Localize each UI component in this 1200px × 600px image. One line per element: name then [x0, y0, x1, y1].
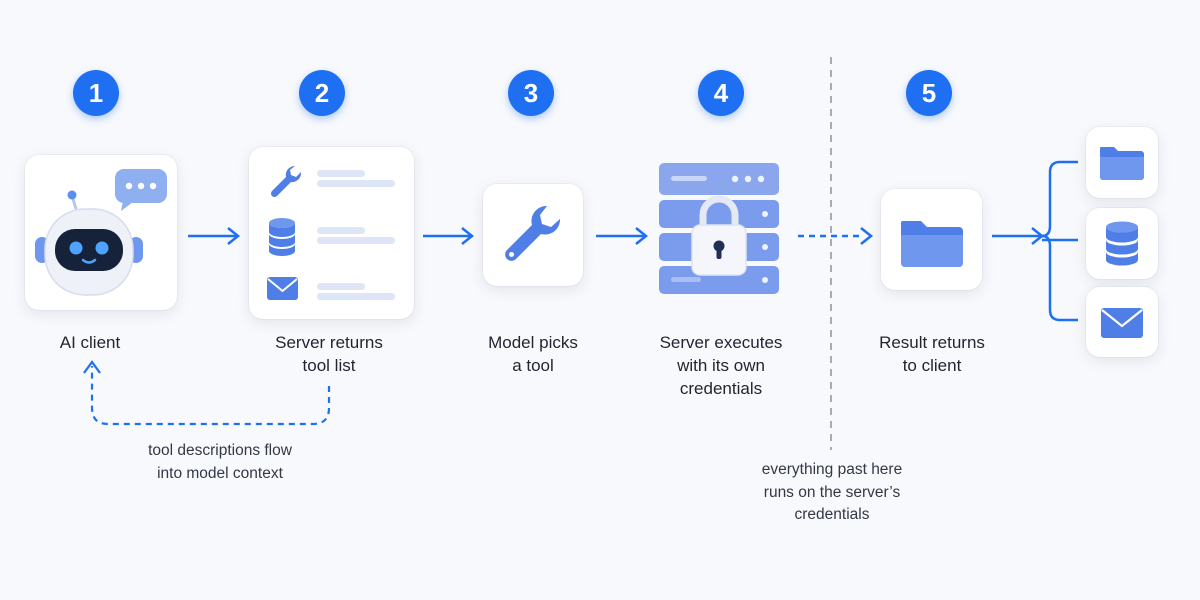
result-card	[881, 189, 982, 290]
destination-database-card	[1086, 208, 1158, 279]
step-4-badge: 4	[698, 70, 744, 116]
ai-client-card	[25, 155, 177, 310]
step-2-label: Server returns tool list	[275, 333, 383, 375]
step-2-badge: 2	[299, 70, 345, 116]
wrench-icon	[505, 205, 561, 261]
step-1-label: AI client	[59, 333, 121, 352]
step-4-label: Server executes with its own credentials	[659, 333, 783, 398]
step-1-badge: 1	[73, 70, 119, 116]
branch-bracket	[1041, 160, 1078, 322]
destination-folder-card	[1086, 127, 1158, 198]
arrow-3-to-4	[596, 227, 649, 245]
step-3-label: Model picks a tool	[488, 333, 578, 375]
database-icon	[1106, 221, 1138, 266]
step-5-label: Result returns to client	[879, 333, 985, 375]
locked-server-icon	[659, 163, 779, 294]
wrench-icon	[270, 165, 302, 198]
step-5-badge: 5	[906, 70, 952, 116]
feedback-note: tool descriptions flow into model contex…	[148, 442, 292, 482]
envelope-icon	[267, 277, 298, 300]
robot-icon	[35, 169, 167, 296]
folder-icon	[1100, 147, 1144, 180]
dashed-arrow-4-to-5	[798, 227, 874, 245]
step-3-badge: 3	[508, 70, 554, 116]
database-icon	[269, 218, 295, 256]
folder-icon	[901, 221, 963, 267]
envelope-icon	[1101, 308, 1143, 338]
arrow-1-to-2	[188, 227, 241, 245]
feedback-loop-arrow	[83, 360, 331, 426]
boundary-note: everything past here runs on the server’…	[761, 461, 903, 523]
arrow-2-to-3	[423, 227, 475, 245]
tool-list-card	[249, 147, 414, 319]
destination-envelope-card	[1086, 287, 1158, 357]
model-picks-card	[483, 184, 583, 286]
arrow-5-to-branch	[992, 227, 1045, 245]
